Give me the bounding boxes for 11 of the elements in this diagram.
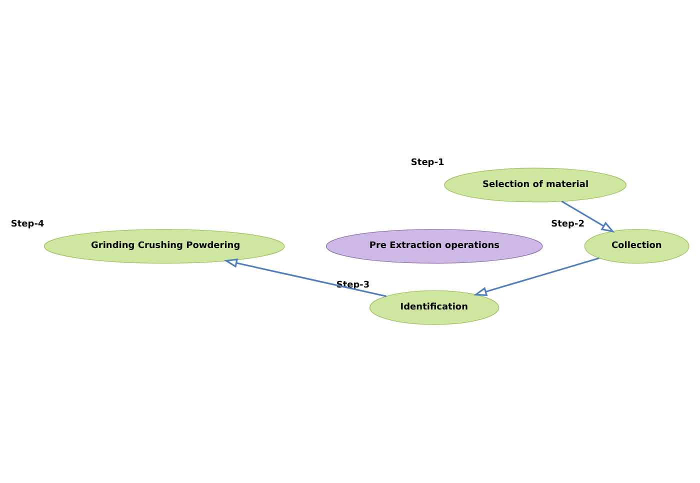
arrow — [224, 258, 387, 298]
node-ellipse: Selection of material — [444, 168, 626, 202]
arrow — [561, 200, 615, 233]
node-ellipse: Grinding Crushing Powdering — [44, 229, 285, 264]
node-ellipse: Identification — [370, 290, 500, 325]
node-label: Step-2 — [551, 219, 584, 230]
node-ellipse: Collection — [584, 229, 690, 264]
arrow — [473, 257, 600, 296]
node-label: Step-4 — [10, 219, 44, 230]
node-label: Step-1 — [410, 158, 444, 168]
node-ellipse: Pre Extraction operations — [326, 229, 543, 264]
